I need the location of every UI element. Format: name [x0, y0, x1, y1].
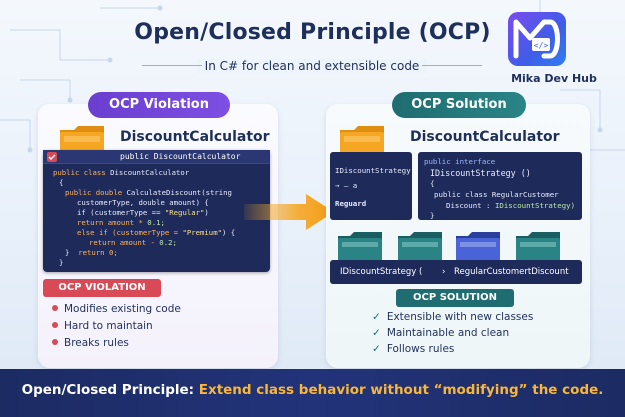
bullet-icon	[52, 339, 58, 345]
code-line-5: if (customerType == "Regular")	[77, 208, 209, 217]
violation-class-title: DiscountCalculator	[120, 129, 270, 145]
violation-item: Modifies existing code	[52, 303, 181, 315]
solution-heading: OCP SOLUTION	[396, 289, 514, 307]
bullet-icon	[52, 305, 58, 311]
solution-class-title: DiscountCalculator	[410, 129, 560, 145]
violation-pill: OCP Violation	[88, 92, 230, 118]
folder-icon	[340, 126, 384, 154]
code-line-1: public class DiscountCalculator	[53, 168, 190, 177]
check-icon: ✓	[372, 343, 381, 355]
strategy-bar: IDiscountStrategy ( › RegularCustomertDi…	[330, 260, 582, 284]
code-line-10: }	[59, 258, 64, 267]
strategy-bar-right: RegularCustomertDiscount	[454, 267, 569, 277]
code-line: IDiscountStrategy	[335, 166, 411, 175]
solution-item: ✓Extensible with new classes	[372, 311, 534, 323]
code-line: public class RegularCustomer	[434, 190, 559, 199]
footer-banner: Open/Closed Principle: Extend class beha…	[0, 369, 625, 417]
subtitle: In C# for clean and extensible code	[196, 59, 428, 73]
interface-code-block: public interface IDiscountStrategy () { …	[418, 152, 582, 220]
solution-item: ✓Follows rules	[372, 343, 455, 355]
bullet-icon	[52, 322, 58, 328]
footer-text: Open/Closed Principle: Extend class beha…	[0, 382, 625, 398]
page-title: Open/Closed Principle (OCP)	[134, 20, 491, 45]
code-line-3: public double CalculateDiscount(string	[65, 188, 232, 197]
code-line-6: return amount * 0.1;	[77, 218, 165, 227]
folder-teal-icon	[398, 232, 442, 262]
brand-logo: </>	[508, 12, 566, 66]
svg-text:</>: </>	[534, 41, 549, 50]
folder-blue-icon	[456, 232, 500, 262]
folder-teal-icon	[516, 232, 560, 262]
code-line-4: customerType, double amount) {	[77, 198, 209, 207]
code-line-9: } return 0;	[65, 248, 118, 257]
brand-name: Mika Dev Hub	[511, 72, 597, 85]
violation-item: Breaks rules	[52, 337, 129, 349]
logo-mark-icon: </>	[513, 19, 560, 59]
code-line: public interface	[424, 157, 496, 166]
subtitle-row: In C# for clean and extensible code	[142, 55, 482, 75]
code-line: → — a	[335, 181, 358, 190]
folders-row	[338, 232, 560, 262]
footer-label: Open/Closed Principle:	[21, 382, 199, 398]
folder-teal-icon	[338, 232, 382, 262]
code-line-2: {	[59, 178, 64, 187]
subtitle-rule-right	[422, 65, 482, 66]
code-line-7: else if (customerType = "Premium") {	[77, 228, 236, 237]
folder-icon	[60, 126, 104, 154]
subtitle-rule-left	[142, 65, 202, 66]
code-line: Reguard	[335, 199, 367, 208]
code-line: IDiscountStrategy ()	[430, 168, 531, 178]
code-line: Discount : IDiscountStrategy)	[446, 201, 576, 210]
strategy-bar-left: IDiscountStrategy (	[340, 267, 423, 277]
strategy-code-block: IDiscountStrategy → — a Reguard	[330, 152, 412, 220]
code-line: }	[430, 211, 435, 220]
code-line: {	[430, 179, 435, 188]
code-line-8: return amount - 0.2;	[89, 238, 177, 247]
violation-code-block: public DiscountCalculator public class D…	[43, 150, 270, 272]
solution-pill: OCP Solution	[392, 92, 526, 118]
violation-item: Hard to maintain	[52, 320, 153, 332]
checkbox-icon	[47, 152, 57, 162]
footer-highlight: Extend class behavior without “modifying…	[198, 382, 604, 398]
check-icon: ✓	[372, 327, 381, 339]
code-titlebar-text: public DiscountCalculator	[120, 152, 241, 161]
chevron-right-icon: ›	[442, 267, 446, 277]
solution-item: ✓Maintainable and clean	[372, 327, 510, 339]
arrow-right-icon	[244, 194, 334, 230]
code-titlebar: public DiscountCalculator	[43, 150, 270, 164]
violation-heading: OCP VIOLATION	[43, 279, 161, 297]
check-icon: ✓	[372, 311, 381, 323]
